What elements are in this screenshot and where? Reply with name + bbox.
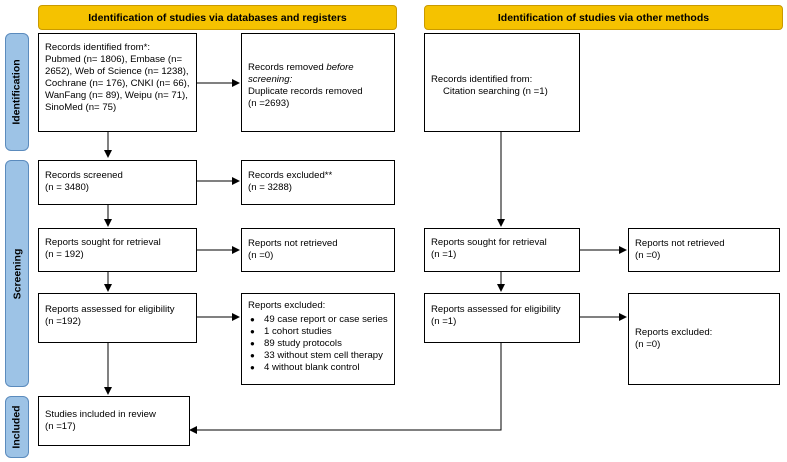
reports-sought-title: Reports sought for retrieval	[45, 237, 161, 248]
reports-assessed-box: Reports assessed for eligibility (n =192…	[38, 293, 197, 343]
studies-included-title: Studies included in review	[45, 409, 156, 420]
records-identified-box: Records identified from*: Pubmed (n= 180…	[38, 33, 197, 132]
other-reports-excluded-title: Reports excluded:	[635, 327, 713, 338]
other-reports-not-retrieved-title: Reports not retrieved	[635, 238, 725, 249]
reports-excluded-box: Reports excluded: 49 case report or case…	[241, 293, 395, 385]
records-screened-title: Records screened	[45, 170, 123, 181]
records-excluded-box: Records excluded** (n = 3288)	[241, 160, 395, 205]
other-records-identified-line: Citation searching (n =1)	[443, 86, 548, 97]
studies-included-count: (n =17)	[45, 421, 76, 432]
arrow-other-to-included	[189, 343, 502, 434]
other-reports-sought-count: (n =1)	[431, 249, 457, 260]
header-databases: Identification of studies via databases …	[38, 5, 397, 30]
list-item: 33 without stem cell therapy	[248, 350, 388, 362]
reports-assessed-count: (n =192)	[45, 316, 81, 327]
header-other-label: Identification of studies via other meth…	[497, 11, 710, 24]
list-item: 49 case report or case series	[248, 314, 388, 326]
reports-not-retrieved-box: Reports not retrieved (n =0)	[241, 228, 395, 272]
other-reports-excluded-count: (n =0)	[635, 339, 661, 350]
records-screened-count: (n = 3480)	[45, 182, 90, 193]
records-excluded-title: Records excluded**	[248, 170, 333, 181]
phase-identification: Identification	[5, 33, 29, 151]
other-records-identified-title: Records identified from:	[431, 74, 533, 85]
header-databases-label: Identification of studies via databases …	[88, 11, 347, 24]
records-identified-title: Records identified from*:	[45, 42, 151, 53]
other-reports-assessed-title: Reports assessed for eligibility	[431, 304, 561, 315]
phase-included: Included	[5, 396, 29, 458]
records-removed-line1: Duplicate records removed	[248, 86, 363, 97]
records-removed-line2: (n =2693)	[248, 98, 290, 109]
header-other-methods: Identification of studies via other meth…	[424, 5, 783, 30]
other-reports-not-retrieved-count: (n =0)	[635, 250, 661, 261]
records-removed-box: Records removed before screening: Duplic…	[241, 33, 395, 132]
reports-not-retrieved-count: (n =0)	[248, 250, 274, 261]
other-reports-excluded-box: Reports excluded: (n =0)	[628, 293, 780, 385]
records-excluded-count: (n = 3288)	[248, 182, 293, 193]
list-item: 1 cohort studies	[248, 326, 388, 338]
other-reports-assessed-box: Reports assessed for eligibility (n =1)	[424, 293, 580, 343]
other-reports-sought-title: Reports sought for retrieval	[431, 237, 547, 248]
other-records-identified-box: Records identified from: Citation search…	[424, 33, 580, 132]
other-reports-not-retrieved-box: Reports not retrieved (n =0)	[628, 228, 780, 272]
phase-screening: Screening	[5, 160, 29, 387]
list-item: 4 without blank control	[248, 362, 388, 374]
reports-excluded-title: Reports excluded:	[248, 300, 326, 311]
list-item: 89 study protocols	[248, 338, 388, 350]
reports-excluded-list: 49 case report or case series 1 cohort s…	[248, 314, 388, 374]
records-removed-title: Records removed before screening:	[248, 62, 354, 85]
reports-assessed-title: Reports assessed for eligibility	[45, 304, 175, 315]
studies-included-box: Studies included in review (n =17)	[38, 396, 190, 446]
other-reports-assessed-count: (n =1)	[431, 316, 457, 327]
reports-sought-count: (n = 192)	[45, 249, 84, 260]
reports-sought-box: Reports sought for retrieval (n = 192)	[38, 228, 197, 272]
records-screened-box: Records screened (n = 3480)	[38, 160, 197, 205]
other-reports-sought-box: Reports sought for retrieval (n =1)	[424, 228, 580, 272]
reports-not-retrieved-title: Reports not retrieved	[248, 238, 338, 249]
records-identified-text: Pubmed (n= 1806), Embase (n= 2652), Web …	[45, 54, 190, 113]
